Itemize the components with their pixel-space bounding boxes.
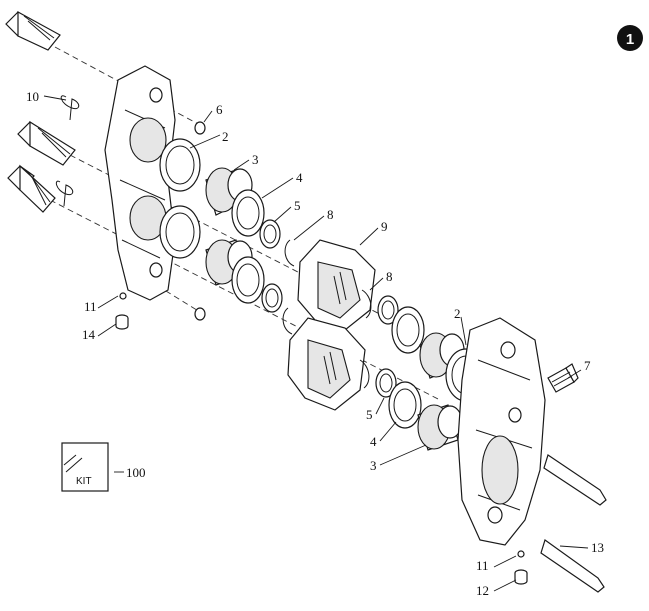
piston-right-lower xyxy=(417,404,463,451)
callout-100: 100 xyxy=(126,465,146,480)
brake-pad-lower xyxy=(287,317,366,411)
callout-3-left: 3 xyxy=(252,152,259,167)
figure-number: 1 xyxy=(626,31,634,48)
cap-right xyxy=(514,569,528,585)
callout-3-right: 3 xyxy=(370,458,377,473)
kit-label: KIT xyxy=(76,476,92,487)
callout-7: 7 xyxy=(584,358,591,373)
callout-10: 10 xyxy=(26,89,39,104)
bleed-valve xyxy=(547,363,579,393)
kit-box: KIT xyxy=(61,442,109,492)
spring-clip-right-upper xyxy=(361,289,372,319)
callout-4-right: 4 xyxy=(370,434,377,449)
retaining-clip-upper xyxy=(60,95,80,121)
callout-9: 9 xyxy=(381,219,388,234)
spring-clip-left-lower xyxy=(282,307,293,335)
callout-11-left: 11 xyxy=(84,299,97,314)
guide-pin-lower xyxy=(540,539,605,593)
spring-clip-left-upper xyxy=(284,239,295,267)
bolt-top xyxy=(5,10,61,51)
callout-5-right: 5 xyxy=(366,407,373,422)
bolt-middle xyxy=(17,120,76,166)
callout-14: 14 xyxy=(82,327,96,342)
bolt-lower xyxy=(7,164,56,213)
callout-6: 6 xyxy=(216,102,223,117)
guide-pin-upper xyxy=(543,454,607,506)
ball-right xyxy=(517,550,525,558)
small-seal-left-upper xyxy=(259,219,281,249)
callout-labels: 10 6 2 3 4 5 8 9 8 2 7 5 4 3 11 14 100 1… xyxy=(26,89,604,598)
spring-clip-right-lower xyxy=(359,359,370,389)
caliper-body-right xyxy=(457,317,546,546)
caliper-body-left xyxy=(104,65,176,301)
leader-lines xyxy=(43,95,589,592)
small-seal-right-lower xyxy=(375,368,397,398)
brake-pad-upper xyxy=(297,239,376,331)
figure-badge: 1 xyxy=(617,25,643,51)
callout-8-right: 8 xyxy=(386,269,393,284)
callout-2-right: 2 xyxy=(454,306,461,321)
small-seal-right-upper xyxy=(377,295,399,325)
small-seal-left-lower xyxy=(261,283,283,313)
callout-5-left: 5 xyxy=(294,198,301,213)
callout-13: 13 xyxy=(591,540,604,555)
callout-12: 12 xyxy=(476,583,489,598)
callout-8-left: 8 xyxy=(327,207,334,222)
o-ring-upper xyxy=(194,121,206,135)
callout-2-left: 2 xyxy=(222,129,229,144)
retaining-clip-lower xyxy=(55,180,74,207)
cap-left xyxy=(115,314,129,330)
callout-11-right: 11 xyxy=(476,558,489,573)
o-ring-lower xyxy=(194,307,206,321)
ball-left xyxy=(119,292,127,300)
callout-4-left: 4 xyxy=(296,170,303,185)
